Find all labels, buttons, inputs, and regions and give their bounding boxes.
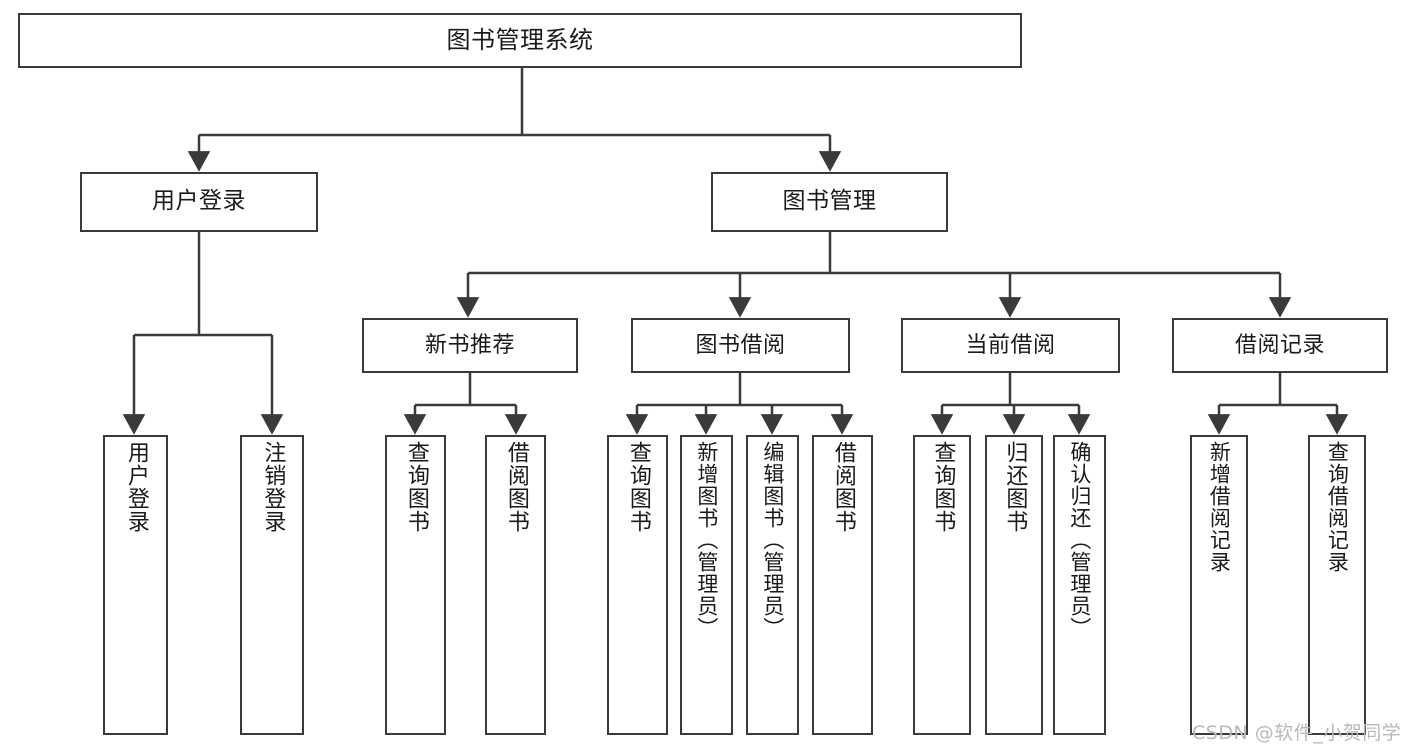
node-label: 新增图书（管理员） bbox=[694, 441, 719, 639]
node-label: 当前借阅 bbox=[965, 332, 1056, 358]
leaf-return-book[interactable]: 归还图书 bbox=[985, 435, 1043, 735]
node-label: 编辑图书（管理员） bbox=[760, 441, 785, 639]
leaf-query-book-borrowing[interactable]: 查询图书 bbox=[607, 435, 668, 735]
node-current-borrowing[interactable]: 当前借阅 bbox=[901, 318, 1120, 373]
node-user-login[interactable]: 用户登录 bbox=[80, 172, 318, 232]
csdn-watermark: CSDN @软件_小贺同学 bbox=[1192, 722, 1402, 744]
leaf-query-book-current[interactable]: 查询图书 bbox=[913, 435, 971, 735]
node-label: 新增借阅记录 bbox=[1207, 441, 1232, 573]
node-label: 图书管理 bbox=[782, 188, 877, 215]
node-borrowing-records[interactable]: 借阅记录 bbox=[1172, 318, 1388, 373]
node-label: 借阅图书 bbox=[830, 441, 856, 533]
leaf-query-book-newbook[interactable]: 查询图书 bbox=[385, 435, 446, 735]
leaf-borrow-book-newbook[interactable]: 借阅图书 bbox=[485, 435, 546, 735]
leaf-query-borrowing-record[interactable]: 查询借阅记录 bbox=[1308, 435, 1366, 735]
node-label: 查询图书 bbox=[930, 441, 956, 533]
node-label: 确认归还（管理员） bbox=[1067, 441, 1092, 639]
node-label: 查询图书 bbox=[403, 441, 429, 533]
node-new-book-recommendation[interactable]: 新书推荐 bbox=[362, 318, 578, 373]
node-label: 新书推荐 bbox=[424, 332, 515, 358]
node-label: 归还图书 bbox=[1002, 441, 1028, 533]
leaf-user-login[interactable]: 用户登录 bbox=[103, 435, 168, 735]
node-label: 注销登录 bbox=[260, 441, 286, 533]
node-label: 图书借阅 bbox=[695, 332, 786, 358]
node-label: 用户登录 bbox=[123, 441, 149, 533]
node-label: 用户登录 bbox=[152, 188, 246, 215]
node-root-book-management-system[interactable]: 图书管理系统 bbox=[18, 13, 1022, 68]
node-label: 借阅记录 bbox=[1234, 332, 1325, 358]
leaf-edit-book-admin[interactable]: 编辑图书（管理员） bbox=[746, 435, 799, 735]
leaf-logout[interactable]: 注销登录 bbox=[240, 435, 304, 735]
node-label: 借阅图书 bbox=[503, 441, 529, 533]
node-label: 图书管理系统 bbox=[446, 26, 594, 55]
node-book-borrowing[interactable]: 图书借阅 bbox=[631, 318, 850, 373]
leaf-add-borrowing-record[interactable]: 新增借阅记录 bbox=[1190, 435, 1248, 735]
leaf-borrow-book-borrowing[interactable]: 借阅图书 bbox=[812, 435, 873, 735]
node-book-management[interactable]: 图书管理 bbox=[711, 172, 948, 232]
leaf-add-book-admin[interactable]: 新增图书（管理员） bbox=[680, 435, 733, 735]
leaf-confirm-return-admin[interactable]: 确认归还（管理员） bbox=[1053, 435, 1106, 735]
node-label: 查询图书 bbox=[625, 441, 651, 533]
node-label: 查询借阅记录 bbox=[1325, 441, 1350, 573]
